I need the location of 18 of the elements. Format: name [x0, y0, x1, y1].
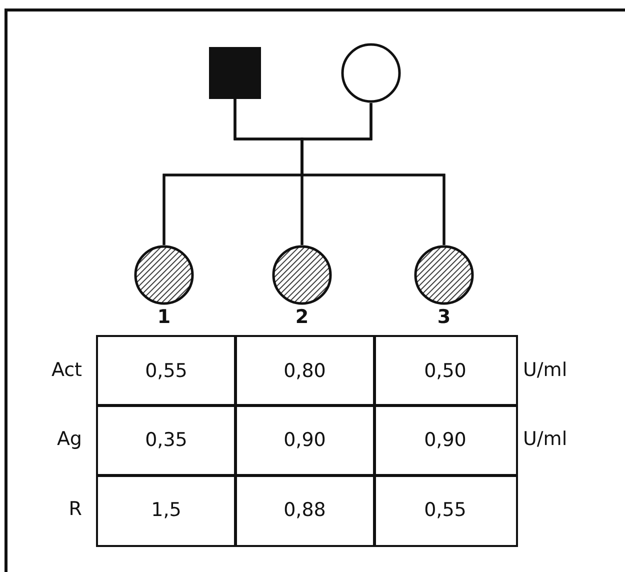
value-cell: 0,50	[373, 335, 518, 406]
row-label: Act	[51, 360, 82, 380]
row-label: R	[68, 500, 82, 519]
unit-label: U/ml	[523, 430, 568, 449]
value-cell: 0,90	[373, 404, 518, 476]
pedigree-line	[300, 103, 446, 245]
value-cell: 0,90	[234, 404, 376, 476]
value-cell: 0,35	[96, 404, 236, 476]
value-cell: 0,88	[234, 474, 376, 546]
child-number: 3	[437, 308, 451, 327]
unit-label: U/ml	[523, 360, 568, 380]
value-cell: 0,55	[373, 474, 518, 546]
child-number: 1	[157, 308, 171, 327]
value-cell: 0,55	[96, 335, 236, 406]
row-label: Ag	[56, 430, 82, 449]
child-number: 2	[295, 308, 309, 327]
value-cell: 1,5	[96, 474, 236, 546]
value-cell: 0,80	[234, 335, 376, 406]
